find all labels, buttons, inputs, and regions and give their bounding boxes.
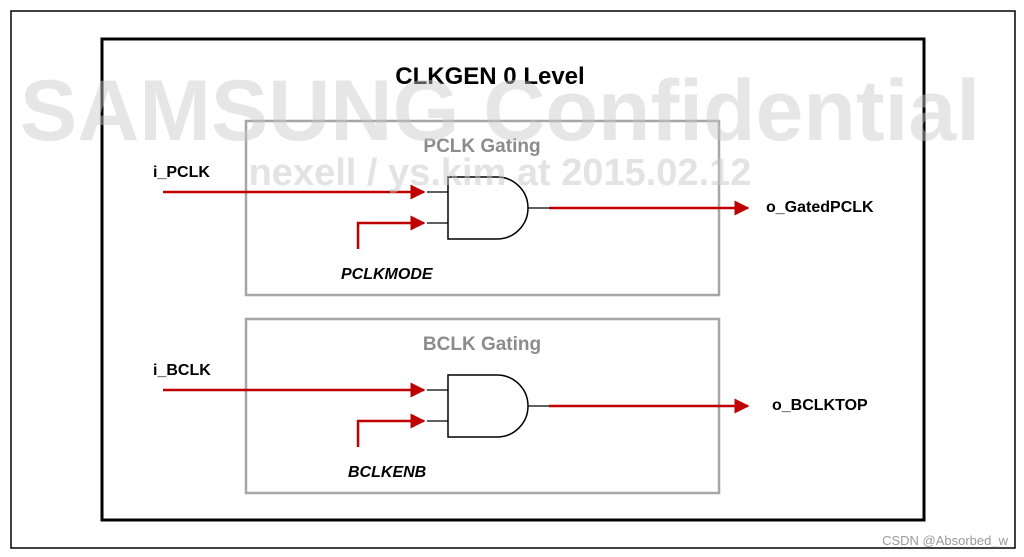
- control-label: PCLKMODE: [341, 266, 434, 283]
- input-label: i_BCLK: [153, 362, 211, 379]
- block-title: PCLK Gating: [423, 136, 540, 157]
- watermark-line2: nexell / ys.kim at 2015.02.12: [249, 152, 752, 194]
- and-gate-icon: [447, 374, 529, 438]
- control-label: BCLKENB: [348, 464, 426, 481]
- credit-text: CSDN @Absorbed_w: [882, 533, 1009, 548]
- output-label: o_GatedPCLK: [766, 199, 874, 216]
- watermark-line1: SAMSUNG Confidential: [20, 63, 980, 159]
- block-title: BCLK Gating: [423, 334, 541, 355]
- diagram-frame: [100, 37, 926, 522]
- pclk-gating-block: PCLK Gating i_PCLK PCLKMODE o_GatedPCLK: [153, 119, 874, 297]
- input-label: i_PCLK: [153, 164, 210, 181]
- diagram-title: CLKGEN 0 Level: [395, 63, 584, 90]
- bclk-gating-block: BCLK Gating i_BCLK BCLKENB o_BCLKTOP: [153, 317, 868, 495]
- control-wire: [356, 413, 426, 447]
- output-label: o_BCLKTOP: [772, 397, 868, 414]
- outer-frame: [10, 10, 1016, 549]
- control-wire: [356, 215, 426, 249]
- and-gate-icon: [447, 176, 529, 240]
